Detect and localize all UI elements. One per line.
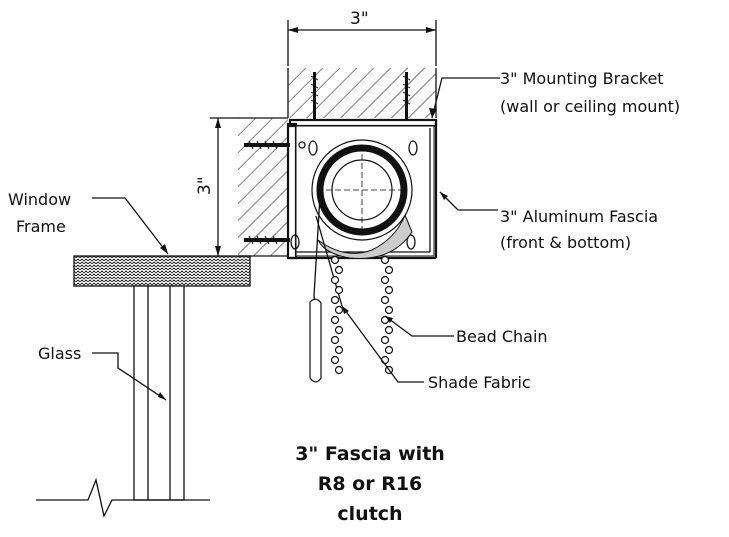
glass-label: Glass — [38, 344, 81, 363]
chain-bead — [330, 335, 340, 345]
chain-bead — [384, 305, 394, 315]
chain-bead — [380, 275, 390, 285]
chain-bead — [384, 285, 394, 295]
roller-clutch — [311, 139, 413, 259]
side-height-label: 3" — [195, 176, 215, 195]
fascia-label: 3" Aluminum Fascia — [500, 207, 658, 226]
pull-handle — [309, 298, 322, 383]
bead-chain-label: Bead Chain — [456, 327, 548, 346]
chain-bead — [384, 345, 394, 355]
chain-bead — [334, 285, 344, 295]
chain-bead — [334, 325, 344, 335]
fascia-note: (front & bottom) — [500, 233, 631, 252]
chain-bead — [380, 295, 390, 305]
bracket-slot — [308, 140, 318, 156]
chain-bead — [330, 295, 340, 305]
chain-bead — [334, 305, 344, 315]
chain-bead — [330, 255, 340, 265]
break-line — [36, 477, 210, 518]
chain-bead — [330, 275, 340, 285]
ceiling-section — [287, 68, 437, 118]
chain-bead — [380, 335, 390, 345]
title-line-3: clutch — [337, 503, 402, 525]
ceiling-screws — [310, 72, 411, 120]
shade-fabric-label: Shade Fabric — [428, 373, 531, 392]
shade-fabric — [309, 195, 343, 383]
chain-bead — [330, 355, 340, 365]
bracket-slot — [406, 234, 416, 250]
bracket-hole — [298, 141, 306, 149]
bracket-slot — [290, 234, 300, 250]
wall-screws — [244, 140, 290, 245]
side-height-dimension: 3" — [195, 117, 238, 256]
mounting-bracket-note: (wall or ceiling mount) — [500, 97, 680, 116]
window-frame-label-2: Frame — [16, 217, 66, 236]
bracket-slot — [408, 140, 418, 156]
chain-bead — [334, 265, 344, 275]
leader-lines — [92, 77, 500, 401]
chain-bead — [384, 265, 394, 275]
mounting-bracket-label: 3" Mounting Bracket — [500, 69, 664, 88]
chain-bead — [380, 255, 390, 265]
window-frame — [73, 255, 251, 501]
wall-section — [238, 117, 288, 257]
chain-bead — [334, 365, 344, 375]
top-width-label: 3" — [350, 9, 369, 29]
chain-bead — [334, 345, 344, 355]
title-line-1: 3" Fascia with — [295, 443, 445, 465]
bead-chain — [330, 255, 394, 375]
window-frame-label: Window — [8, 190, 71, 209]
title-line-2: R8 or R16 — [318, 473, 423, 495]
chain-bead — [330, 315, 340, 325]
chain-bead — [384, 325, 394, 335]
top-width-dimension: 3" — [287, 9, 437, 66]
